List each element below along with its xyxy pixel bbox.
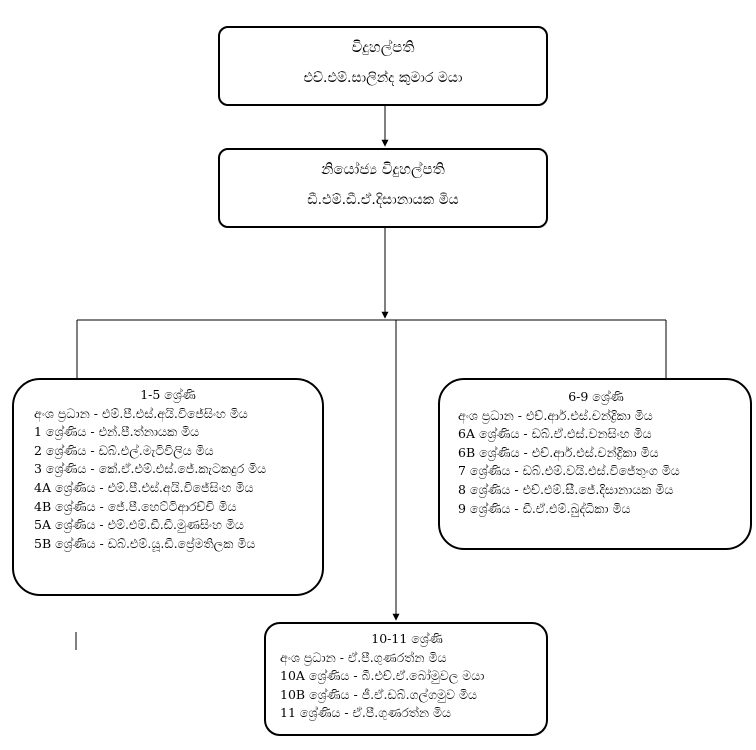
middle-row-grade-9: 9 ශ්‍රේණිය - ඩී.ඒ.එම්.බුද්ධිකා මිය [458, 500, 631, 516]
primary-row-grade-1: 1 ශ්‍රේණිය - එන්.පී.ත්නායක මිය [34, 424, 200, 440]
primary-row-grade-2: 2 ශ්‍රේණිය - ඩබ්.එල්.මැටිවිලිය මිය [34, 442, 214, 458]
primary-section-heading: 1-5 ශ්‍රේණි [140, 387, 196, 402]
senior-row-grade-11: 11 ශ්‍රේණිය - ඒ.පී.ගුණරත්න මිය [280, 705, 452, 721]
senior-row-grade-10a: 10A ශ්‍රේණිය - බී.එච්.ඒ.බෝමුවල මයා [280, 668, 485, 684]
senior-section-heading: 10-11 ශ්‍රේණි [371, 631, 443, 646]
middle-section-heading: 6-9 ශ්‍රේණි [568, 389, 624, 404]
principal-box: විදුහල්පති එච්.එම්.සාලින්ද කුමාර මයා [218, 26, 548, 106]
primary-row-grade-4b: 4B ශ්‍රේණිය - ජේ.පී.හෙට්ටිආරච්චි මිය [34, 498, 237, 514]
deputy-principal-title: නියෝජ්‍ය විදුහල්පති [321, 160, 445, 178]
deputy-principal-name: ඩී.එම්.ඩී.ඒ.දිසානායක මිය [307, 192, 459, 208]
middle-row-grade-8: 8 ශ්‍රේණිය - එච්.එම්.සී.ජේ.දිසානායක මිය [458, 481, 674, 497]
middle-section-box: 6-9 ශ්‍රේණි අංශ ප්‍රධාන - එච්.ආර්.එස්.චන… [438, 378, 752, 550]
senior-section-box: 10-11 ශ්‍රේණි අංශ ප්‍රධාන - ඒ.පී.ගුණරත්න… [264, 622, 548, 736]
middle-row-head: අංශ ප්‍රධාන - එච්.ආර්.එස්.චන්ද්‍රිකා මිය [458, 407, 653, 423]
principal-name: එච්.එම්.සාලින්ද කුමාර මයා [303, 70, 463, 86]
primary-row-grade-3: 3 ශ්‍රේණිය - කේ.ඒ.එම්.එස්.ජේ.කැටකදුර මිය [34, 461, 267, 477]
middle-row-grade-6a: 6A ශ්‍රේණිය - ඩබ්.ඒ.එස්.වනසිංහ මිය [458, 426, 652, 442]
deputy-principal-box: නියෝජ්‍ය විදුහල්පති ඩී.එම්.ඩී.ඒ.දිසානායක… [218, 148, 548, 228]
primary-row-head: අංශ ප්‍රධාන - එම්.පී.එස්.අයි.විජේසිංහ මි… [34, 405, 248, 421]
senior-row-grade-10b: 10B ශ්‍රේණිය - ජී.ඒ.ඩබ්.ගල්ගමුව මිය [280, 686, 477, 702]
primary-row-grade-5a: 5A ශ්‍රේණිය - එම්.එම්.ඩී.ඩී.මුණසිංහ මිය [34, 517, 244, 533]
primary-row-grade-4a: 4A ශ්‍රේණිය - එම්.පී.එස්.අයි.විජේසිංහ මි… [34, 479, 254, 495]
primary-section-box: 1-5 ශ්‍රේණි අංශ ප්‍රධාන - එම්.පී.එස්.අයි… [12, 378, 324, 596]
primary-row-grade-5b: 5B ශ්‍රේණිය - ඩබ්.එම්.යූ.ඩී.ප්‍රේමතිලක ම… [34, 535, 256, 551]
middle-row-grade-7: 7 ශ්‍රේණිය - ඩබ්.එම්.වයි.එස්.විජේතුංග මි… [458, 463, 680, 479]
middle-row-grade-6b: 6B ශ්‍රේණිය - එච්.ආර්.එස්.චන්ද්‍රිකා මිය [458, 444, 659, 460]
senior-row-head: අංශ ප්‍රධාන - ඒ.පී.ගුණරත්න මිය [280, 649, 447, 665]
principal-title: විදුහල්පති [351, 38, 415, 56]
